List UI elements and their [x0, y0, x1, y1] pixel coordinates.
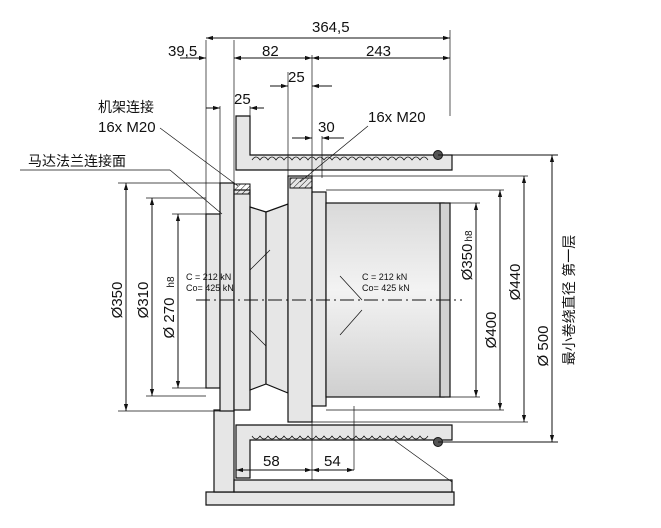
gearbox-body — [205, 175, 451, 423]
upper-drum-flange — [235, 115, 453, 171]
dia-400: Ø400 — [483, 312, 500, 349]
dia-500: Ø 500 — [535, 326, 552, 367]
dim-length-54: 54 — [324, 453, 341, 470]
dia-350-left: Ø350 — [109, 282, 126, 319]
load-right-co: Co= 425 kN — [362, 283, 410, 293]
dim-length-243: 243 — [366, 43, 391, 60]
frame-bolt-hatch — [233, 183, 251, 195]
load-right-c: C = 212 kN — [362, 272, 407, 282]
dia-350-right: Ø350 — [459, 244, 476, 281]
label-min-drum-diameter: 最小卷绕直径 第一层 — [561, 235, 578, 365]
dim-flange-offset: 39,5 — [168, 43, 197, 60]
rope-grooves-bottom — [251, 435, 429, 440]
dimension-lines — [20, 30, 555, 480]
dia-270: Ø 270 — [161, 298, 178, 339]
dim-length-82: 82 — [262, 43, 279, 60]
dim-overall-length: 364,5 — [312, 19, 350, 36]
dim-length-25-left: 25 — [234, 91, 251, 108]
load-left-co: Co= 425 kN — [186, 283, 234, 293]
lower-frame-wall — [213, 409, 235, 493]
base-foot — [205, 491, 455, 506]
frame-connection-plate — [219, 182, 235, 412]
stage-two — [249, 206, 267, 391]
lower-frame-rail — [233, 479, 453, 493]
label-frame-connection: 机架连接 — [98, 99, 154, 116]
transition-cone — [265, 203, 289, 394]
motor-bolt-hatch — [289, 177, 313, 189]
output-flange — [287, 175, 313, 423]
dia-310: Ø310 — [135, 282, 152, 319]
rope-grooves-top — [251, 156, 429, 161]
output-ring — [311, 191, 327, 407]
dim-length-58: 58 — [263, 453, 280, 470]
dia-270-fit: h8 — [166, 276, 177, 288]
drum-frame — [205, 115, 558, 506]
dim-length-30: 30 — [318, 119, 335, 136]
label-motor-bolts: 16x M20 — [368, 109, 426, 126]
dim-length-25-top: 25 — [288, 69, 305, 86]
label-motor-flange: 马达法兰连接面 — [28, 153, 126, 170]
motor-flange-plate — [205, 213, 221, 389]
load-left-c: C = 212 kN — [186, 272, 231, 282]
dia-440: Ø440 — [507, 264, 524, 301]
label-frame-bolts: 16x M20 — [98, 119, 156, 136]
dia-350-right-fit: h8 — [464, 230, 475, 242]
